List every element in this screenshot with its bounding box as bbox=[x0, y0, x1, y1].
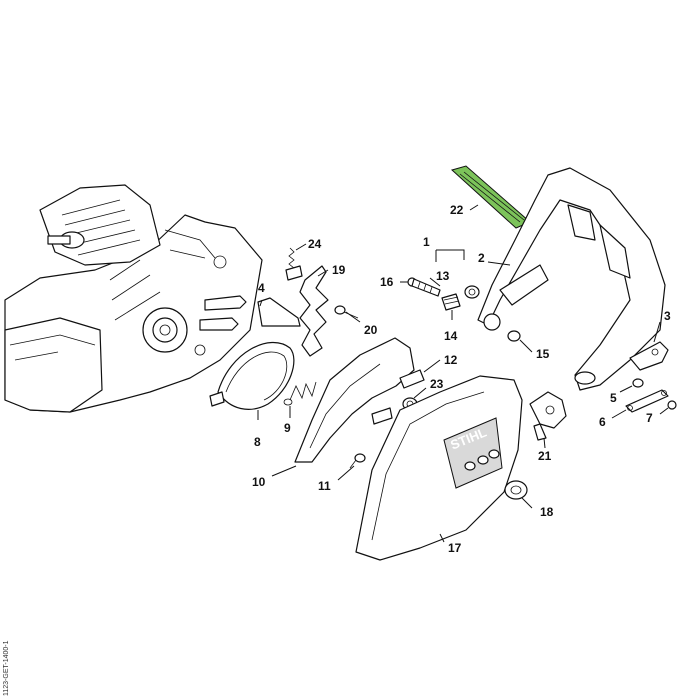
callout-24: 24 bbox=[308, 237, 322, 251]
callout-3: 3 bbox=[664, 309, 671, 323]
part-8-brake-band[interactable] bbox=[209, 342, 295, 410]
callout-22: 22 bbox=[450, 203, 464, 217]
part-24-spring[interactable] bbox=[285, 247, 303, 281]
part-13-bushing[interactable] bbox=[464, 285, 480, 299]
part-6-link[interactable] bbox=[625, 389, 669, 413]
reference-code-text: 1123-GET-1400-1 bbox=[3, 640, 10, 696]
part-18-bar-nut[interactable] bbox=[504, 480, 528, 500]
part-3-brake-lever[interactable] bbox=[629, 341, 669, 371]
callout-21: 21 bbox=[538, 449, 552, 463]
callout-9: 9 bbox=[284, 421, 291, 435]
callout-8: 8 bbox=[254, 435, 261, 449]
callout-11: 11 bbox=[318, 479, 331, 493]
part-12-pad-lower[interactable] bbox=[371, 407, 393, 425]
part-17-sprocket-cover[interactable]: STIHL bbox=[355, 375, 523, 561]
callout-23: 23 bbox=[430, 377, 444, 391]
engine-housing bbox=[4, 184, 263, 413]
part-21-chain-tensioner[interactable] bbox=[529, 391, 567, 441]
callout-labels: 1 2 3 4 5 6 7 8 9 10 11 12 13 14 15 16 1… bbox=[252, 203, 671, 555]
callout-7: 7 bbox=[646, 411, 653, 425]
callout-15: 15 bbox=[536, 347, 550, 361]
part-4-clip[interactable] bbox=[257, 297, 301, 327]
part-15-sleeve[interactable] bbox=[507, 330, 521, 342]
part-11-screw[interactable] bbox=[349, 453, 366, 469]
callout-6: 6 bbox=[599, 415, 606, 429]
part-9-spring[interactable] bbox=[283, 381, 317, 406]
part-7-screw[interactable] bbox=[667, 400, 677, 410]
callout-10: 10 bbox=[252, 475, 266, 489]
part-5-washer[interactable] bbox=[632, 378, 644, 388]
part-2-hand-guard[interactable] bbox=[477, 167, 666, 391]
reference-code: 1123-GET-1400-1 bbox=[1, 640, 15, 696]
callout-20: 20 bbox=[364, 323, 378, 337]
leader-lines bbox=[257, 204, 669, 543]
part-19-brake-lever[interactable] bbox=[299, 265, 329, 357]
callout-17: 17 bbox=[448, 541, 462, 555]
part-16-bolt[interactable] bbox=[407, 277, 441, 297]
callout-14: 14 bbox=[444, 329, 458, 343]
callout-18: 18 bbox=[540, 505, 554, 519]
callout-19: 19 bbox=[332, 263, 346, 277]
callout-4: 4 bbox=[258, 281, 265, 295]
part-22-highlighted[interactable] bbox=[450, 165, 531, 229]
callout-12: 12 bbox=[444, 353, 458, 367]
callout-13: 13 bbox=[436, 269, 450, 283]
callout-5: 5 bbox=[610, 391, 617, 405]
callout-2: 2 bbox=[478, 251, 485, 265]
part-14-spring[interactable] bbox=[441, 293, 461, 311]
callout-1: 1 bbox=[423, 235, 430, 249]
part-10-cover-base[interactable] bbox=[294, 337, 415, 463]
part-12-pad[interactable] bbox=[399, 369, 425, 389]
callout-16: 16 bbox=[380, 275, 394, 289]
